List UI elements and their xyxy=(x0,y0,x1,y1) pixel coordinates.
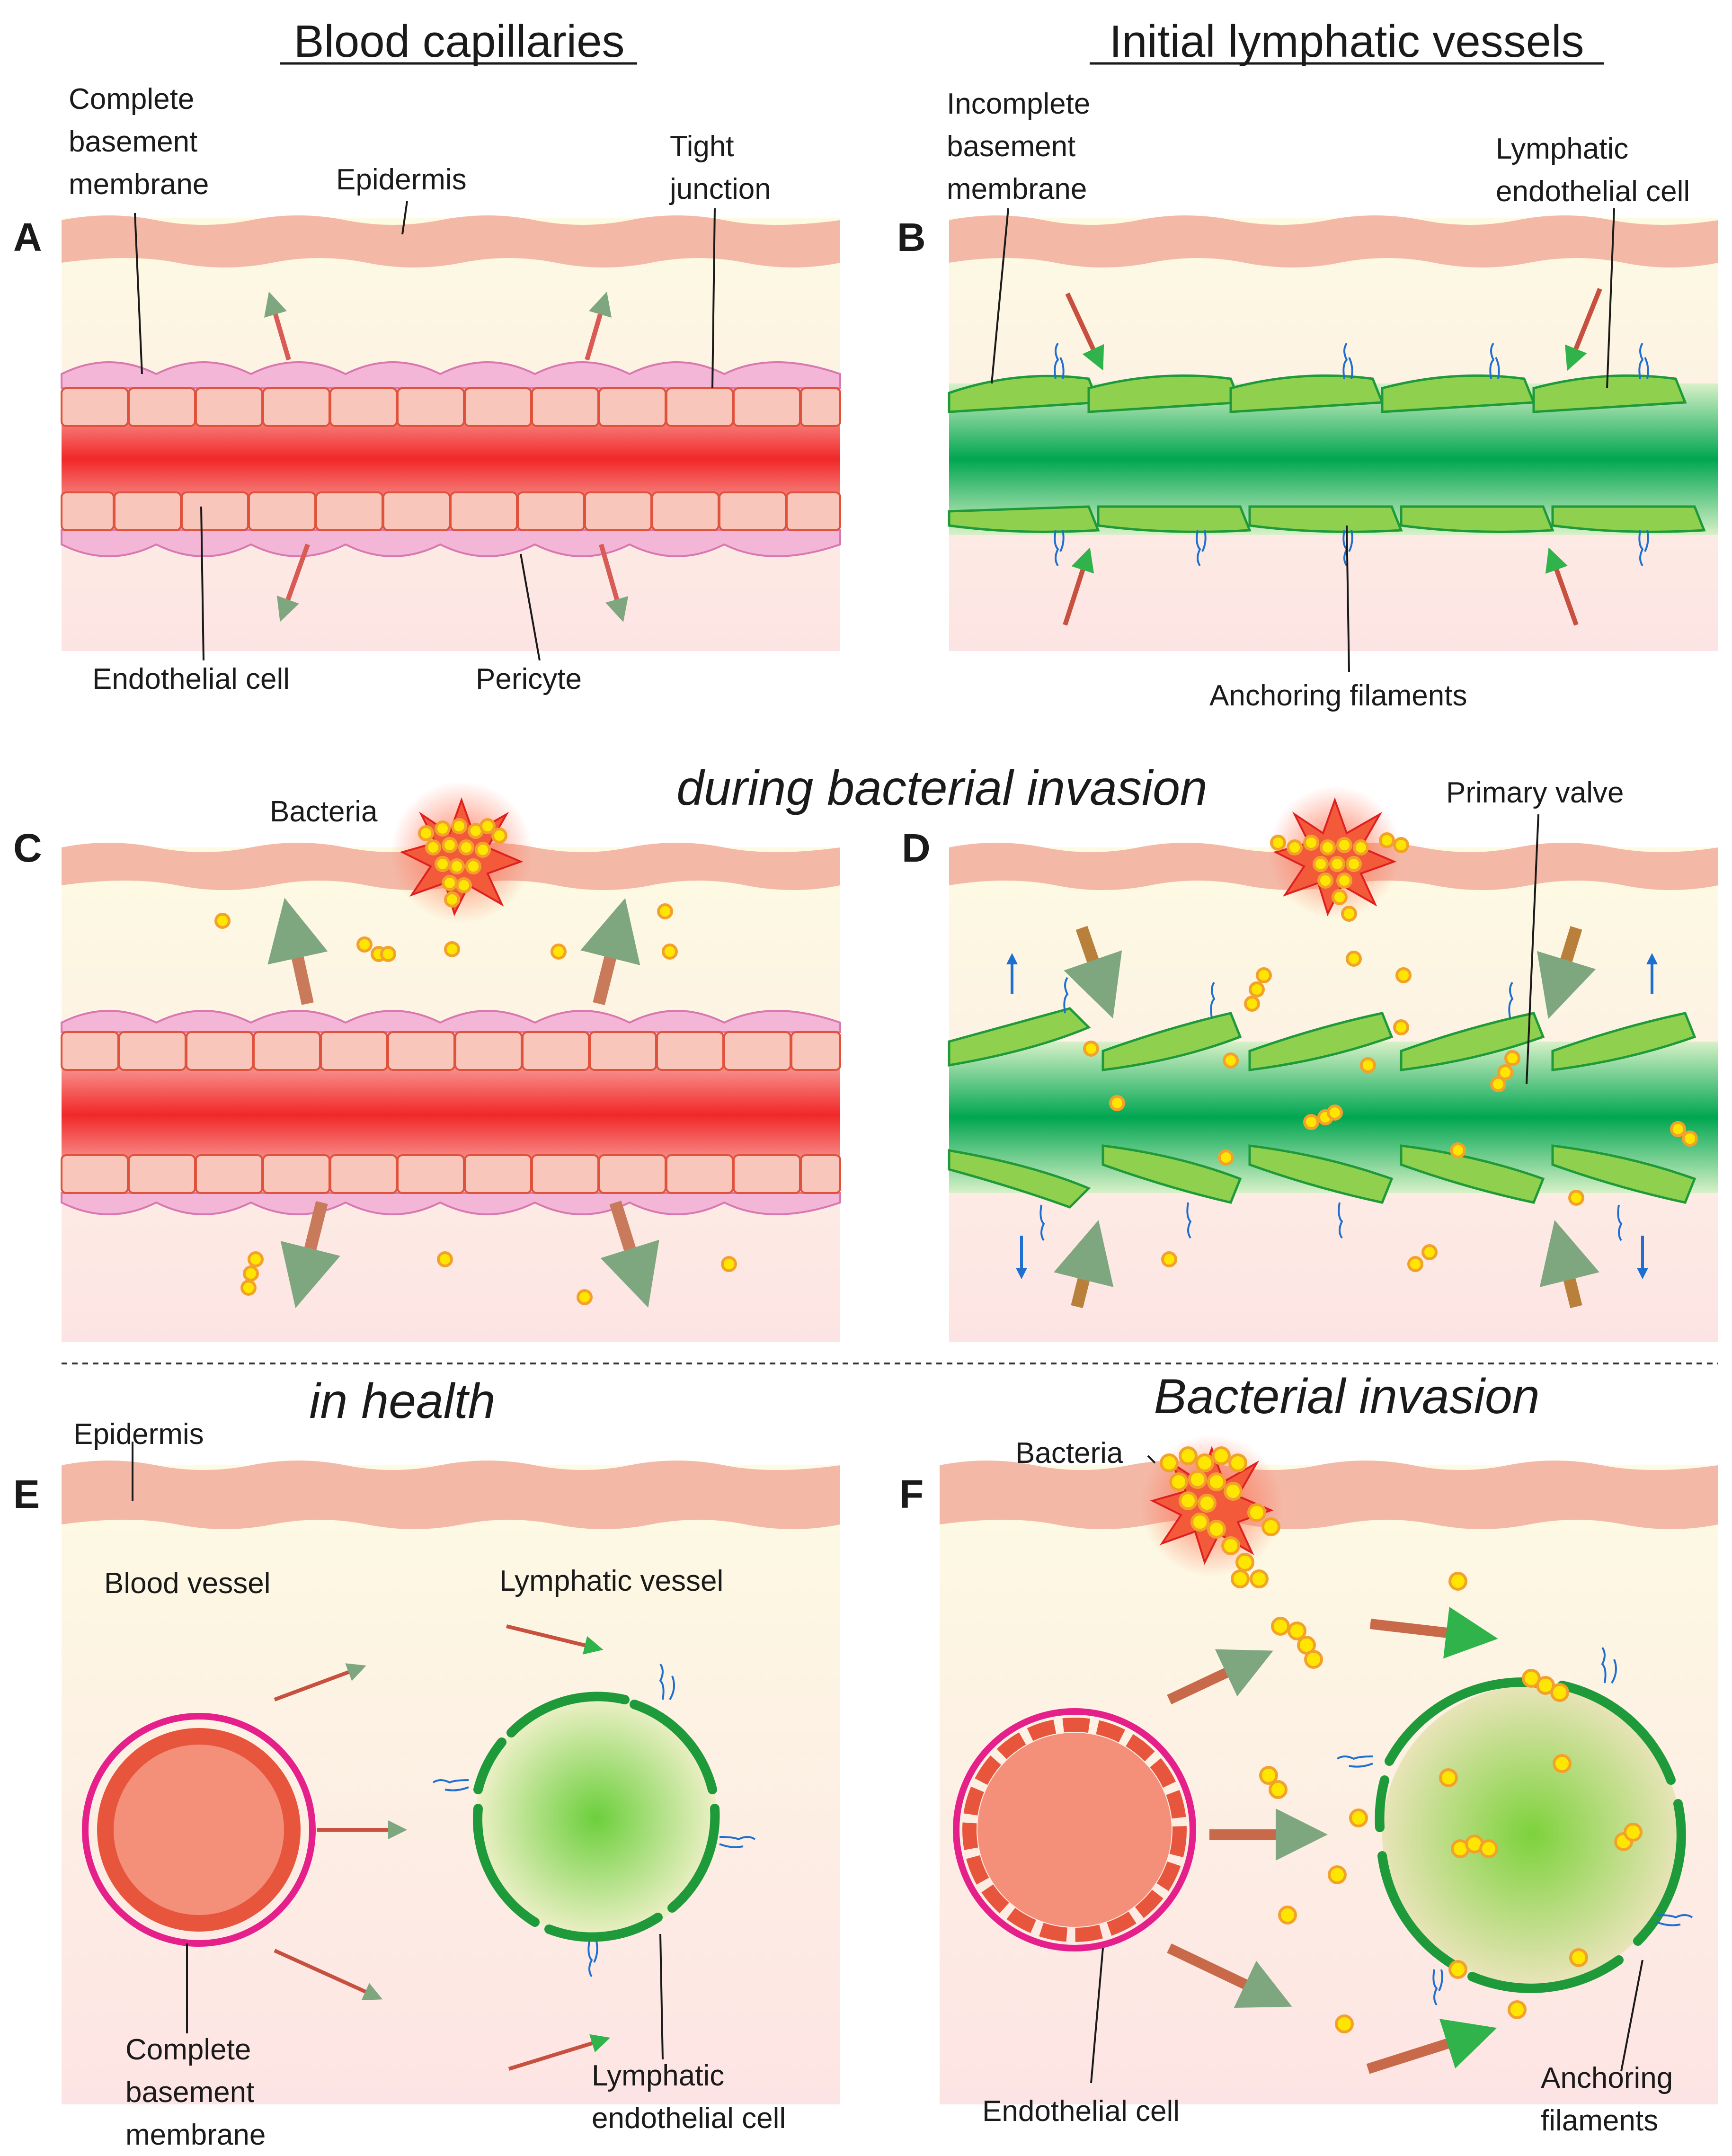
blood-vessel-membrane xyxy=(953,1708,1196,1951)
arrows xyxy=(1063,288,1602,626)
lymphatic-lumen xyxy=(1382,1685,1680,1984)
lymphatic-endothelial-cells xyxy=(948,374,1706,533)
leader-lines xyxy=(991,208,1615,673)
label-pericyte: Pericyte xyxy=(476,663,582,695)
anchoring-filaments xyxy=(1054,342,1649,567)
label-anchoring-filaments: filaments xyxy=(1541,2104,1658,2137)
flow-arrows xyxy=(274,1624,611,2071)
bacteria xyxy=(214,818,737,1305)
panel-label-f: F xyxy=(899,1472,924,1516)
leader-line xyxy=(1526,814,1539,1085)
pericyte-row xyxy=(61,361,841,557)
endothelial-cells xyxy=(61,1031,841,1194)
panel-label-a: A xyxy=(13,215,42,259)
label-incomplete-basement-membrane: basement xyxy=(947,130,1075,163)
panel-label-d: D xyxy=(902,826,931,870)
label-tight-junction: Tight xyxy=(670,130,734,163)
label-complete-basement-membrane: basement xyxy=(125,2076,254,2109)
lymphatic-wall xyxy=(472,1692,720,1942)
epidermis xyxy=(62,215,840,267)
epidermis xyxy=(62,1461,840,1529)
label-lymphatic-endothelial-cell: Lymphatic xyxy=(1496,133,1628,165)
title-bacterial-invasion: Bacterial invasion xyxy=(1154,1369,1539,1424)
panel-c xyxy=(61,781,841,1342)
label-complete-basement-membrane: basement xyxy=(69,125,197,158)
leakage-arrows xyxy=(267,898,659,1309)
label-primary-valve: Primary valve xyxy=(1446,776,1624,809)
pericyte-row xyxy=(61,1010,841,1215)
blood-vessel-lumen xyxy=(977,1733,1172,1927)
fluid-arrows xyxy=(1006,953,1658,1279)
label-complete-basement-membrane: membrane xyxy=(69,168,209,201)
panel-b xyxy=(948,208,1718,673)
label-complete-basement-membrane: Complete xyxy=(69,83,194,116)
label-endothelial-cell: Endothelial cell xyxy=(92,663,290,695)
label-complete-basement-membrane: membrane xyxy=(125,2119,266,2151)
panel-d xyxy=(948,786,1718,1342)
label-anchoring-filaments: Anchoring xyxy=(1541,2062,1673,2094)
label-lymphatic-endothelial-cell: endothelial cell xyxy=(592,2102,786,2135)
label-incomplete-basement-membrane: membrane xyxy=(947,173,1087,205)
leakage-arrows xyxy=(264,292,629,623)
panel-label-e: E xyxy=(13,1472,40,1516)
label-bacteria: Bacteria xyxy=(1015,1437,1123,1470)
lymphatic-wall xyxy=(1375,1677,1686,1993)
epidermis xyxy=(949,215,1718,267)
label-anchoring-filaments: Anchoring filaments xyxy=(1209,679,1467,712)
panel-label-b: B xyxy=(897,215,926,259)
panel-label-c: C xyxy=(13,826,42,870)
title-in-health: in health xyxy=(309,1374,495,1429)
flow-arrows xyxy=(1167,1607,1498,2074)
anchoring-filaments xyxy=(432,1663,756,1978)
leader-lines xyxy=(1090,1455,1643,2084)
blood-vessel-wall xyxy=(962,1718,1187,1942)
label-bacteria: Bacteria xyxy=(270,795,378,828)
label-endothelial-cell: Endothelial cell xyxy=(982,2095,1180,2128)
panel-e xyxy=(62,1442,840,2104)
label-epidermis: Epidermis xyxy=(336,163,467,196)
label-lymphatic-endothelial-cell: Lymphatic xyxy=(592,2059,724,2092)
blood-vessel-membrane xyxy=(82,1713,316,1947)
label-complete-basement-membrane: Complete xyxy=(125,2033,251,2066)
label-incomplete-basement-membrane: Incomplete xyxy=(947,88,1090,120)
leader-lines xyxy=(134,201,716,661)
label-tight-junction: junction xyxy=(669,173,771,205)
anchoring-filaments xyxy=(1039,977,1623,1241)
bacteria xyxy=(1160,1446,1643,2033)
blood-vessel-lumen xyxy=(114,1745,284,1915)
label-blood-vessel: Blood vessel xyxy=(104,1567,271,1600)
epidermis xyxy=(940,1461,1718,1529)
label-lymphatic-vessel: Lymphatic vessel xyxy=(499,1565,723,1597)
panel-a xyxy=(61,201,841,661)
label-lymphatic-endothelial-cell: endothelial cell xyxy=(1496,175,1690,208)
lymphatic-lumen xyxy=(476,1697,717,1939)
bacteria xyxy=(1083,832,1698,1272)
title-initial-lymphatic-vessels: Initial lymphatic vessels xyxy=(1109,16,1584,67)
title-blood-capillaries: Blood capillaries xyxy=(293,16,624,67)
panel-f xyxy=(940,1434,1718,2104)
endothelial-cells xyxy=(61,387,841,531)
label-epidermis: Epidermis xyxy=(73,1418,204,1451)
title-during-bacterial-invasion: during bacterial invasion xyxy=(676,761,1208,816)
lymphatic-endothelial-cells xyxy=(948,1007,1696,1209)
arrows xyxy=(1054,926,1599,1309)
leader-lines xyxy=(132,1442,664,2060)
anchoring-filaments xyxy=(1336,1647,1693,2006)
